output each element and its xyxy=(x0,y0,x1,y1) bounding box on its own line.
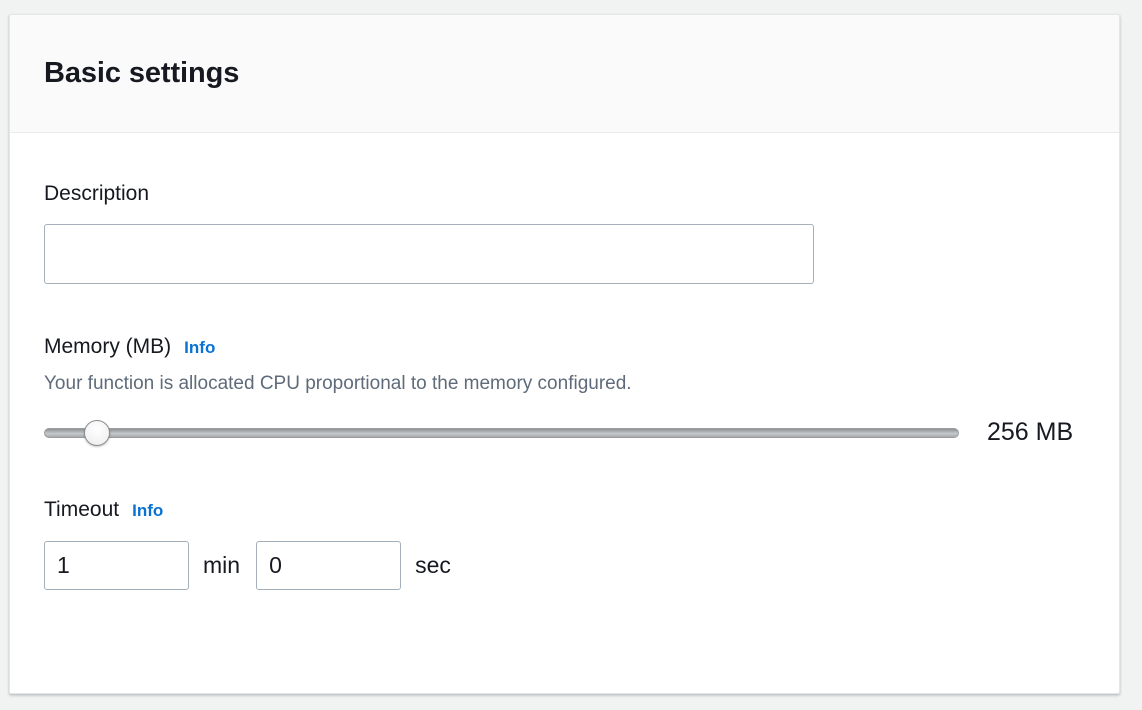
memory-slider[interactable] xyxy=(44,419,959,446)
timeout-field-group: Timeout Info min sec xyxy=(44,497,1085,591)
description-label-text: Description xyxy=(44,182,150,205)
description-label: Description xyxy=(44,181,1085,207)
timeout-info-link[interactable]: Info xyxy=(132,501,164,521)
memory-label-text: Memory (MB) xyxy=(44,335,172,359)
slider-thumb[interactable] xyxy=(84,419,111,446)
memory-slider-row: 256 MB xyxy=(44,418,1085,447)
page-title: Basic settings xyxy=(44,57,240,90)
memory-info-link[interactable]: Info xyxy=(184,338,216,358)
timeout-minutes-input[interactable] xyxy=(44,541,189,591)
memory-label: Memory (MB) Info xyxy=(44,334,1085,360)
panel-body: Description Memory (MB) Info Your functi… xyxy=(10,133,1119,591)
basic-settings-panel: Basic settings Description Memory (MB) I… xyxy=(9,14,1120,694)
description-input[interactable] xyxy=(44,224,814,285)
description-field-group: Description xyxy=(44,181,1085,285)
memory-value-label: 256 MB xyxy=(987,418,1074,447)
timeout-seconds-input[interactable] xyxy=(256,541,402,591)
timeout-seconds-unit: sec xyxy=(415,552,451,579)
timeout-label: Timeout Info xyxy=(44,497,1085,523)
memory-description: Your function is allocated CPU proportio… xyxy=(44,372,632,394)
slider-track[interactable] xyxy=(44,427,959,438)
timeout-minutes-unit: min xyxy=(203,552,241,579)
timeout-inputs-row: min sec xyxy=(44,541,1085,591)
timeout-label-text: Timeout xyxy=(44,498,120,522)
memory-field-group: Memory (MB) Info Your function is alloca… xyxy=(44,334,1085,447)
panel-header: Basic settings xyxy=(10,15,1119,133)
